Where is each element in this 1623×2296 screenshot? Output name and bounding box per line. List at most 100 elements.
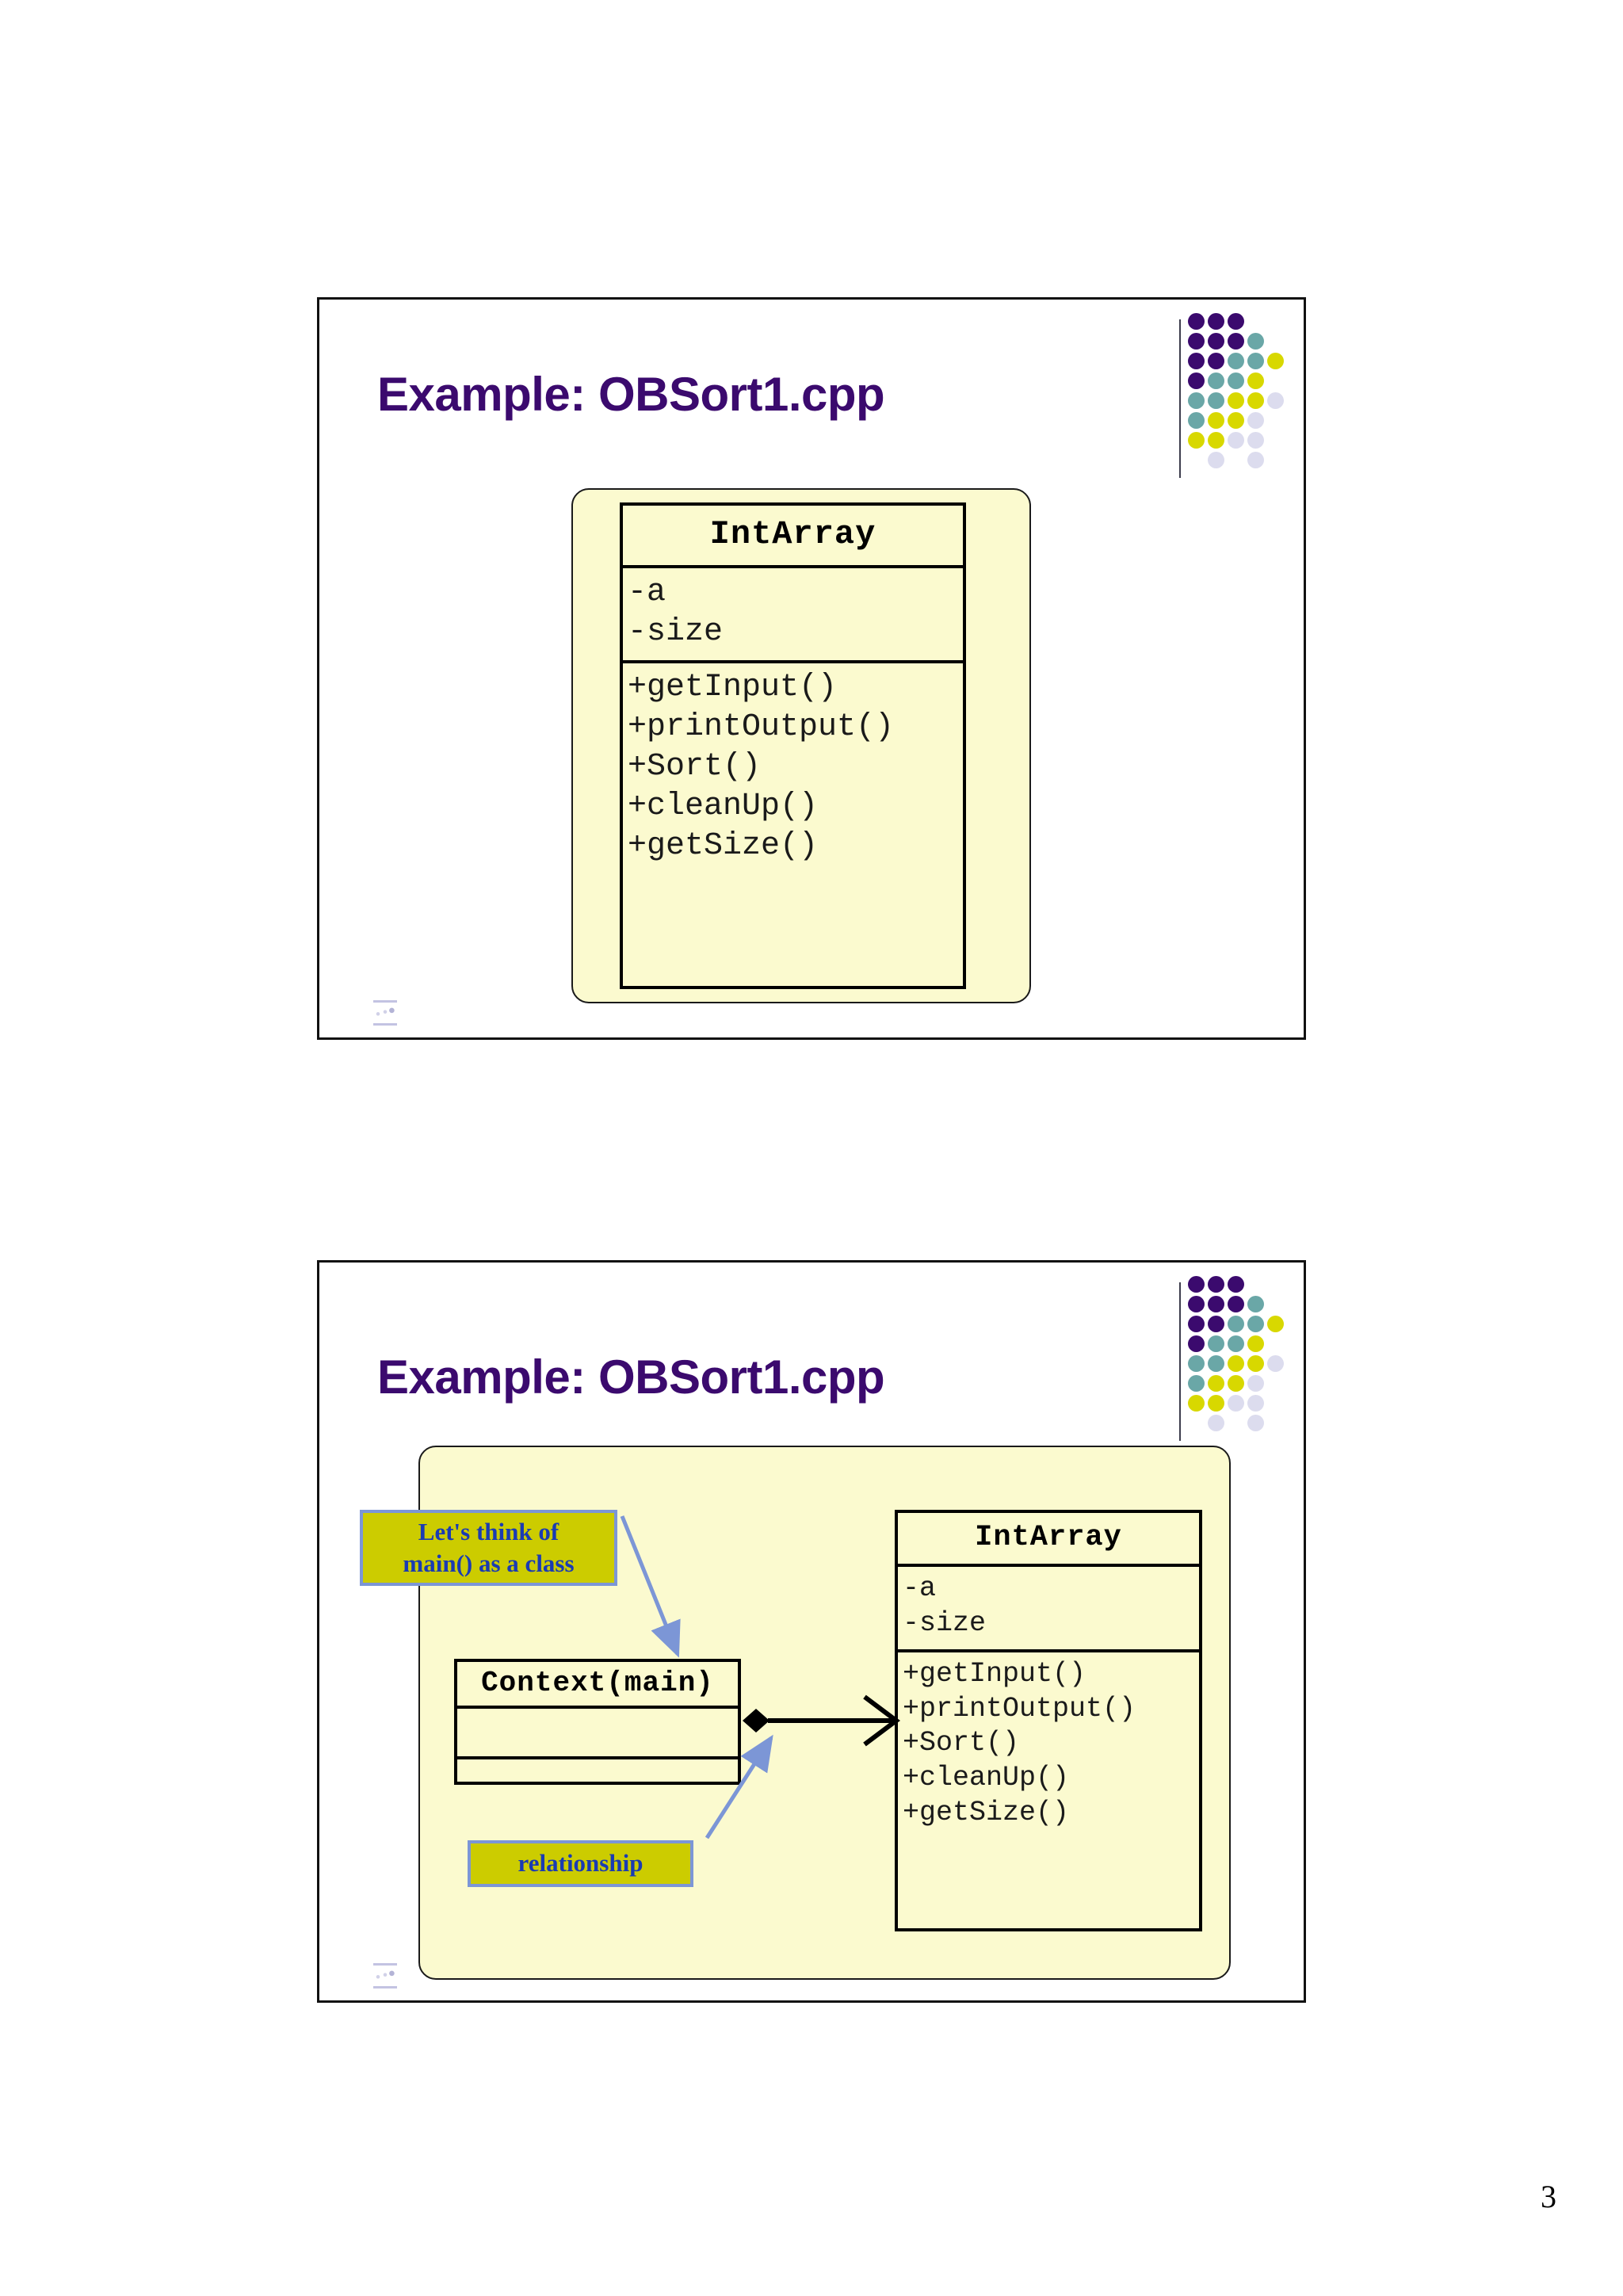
dot-purple bbox=[1188, 353, 1205, 369]
decorative-dot-grid-icon bbox=[1188, 1276, 1304, 1431]
page-number: 3 bbox=[1541, 2179, 1556, 2214]
dot-lavender bbox=[1247, 412, 1264, 429]
dot-yellow bbox=[1188, 432, 1205, 449]
uml-class-intarray: IntArray -a -size +getInput() +printOutp… bbox=[620, 502, 966, 989]
dot-teal bbox=[1228, 1335, 1244, 1352]
dot-purple bbox=[1188, 1296, 1205, 1312]
dot-lavender bbox=[1228, 1395, 1244, 1412]
dot-lavender bbox=[1247, 432, 1264, 449]
corner-watermark-icon bbox=[373, 1000, 397, 1026]
dot-lavender bbox=[1208, 1415, 1224, 1431]
uml-class-context-main: Context(main) bbox=[454, 1659, 741, 1785]
dot-teal bbox=[1188, 1375, 1205, 1392]
dot-purple bbox=[1208, 1276, 1224, 1293]
slide-2: Example: OBSort1.cpp Context(main) IntAr… bbox=[317, 1260, 1306, 2003]
dot-teal bbox=[1188, 392, 1205, 409]
dot-yellow bbox=[1228, 1355, 1244, 1372]
dot-teal bbox=[1208, 372, 1224, 389]
dot-teal bbox=[1188, 1355, 1205, 1372]
uml-operation: +getSize() bbox=[628, 827, 819, 864]
uml-attributes-compartment bbox=[457, 1709, 738, 1759]
uml-operation: +printOutput() bbox=[903, 1692, 1136, 1725]
decorative-dot-grid-icon bbox=[1188, 313, 1304, 468]
dot-purple bbox=[1208, 313, 1224, 330]
motif-rule bbox=[1179, 1282, 1181, 1441]
dot-yellow bbox=[1228, 412, 1244, 429]
dot-purple bbox=[1228, 1276, 1244, 1293]
corner-watermark-icon bbox=[373, 1963, 397, 1988]
uml-operation: +getSize() bbox=[903, 1796, 1070, 1828]
uml-operations-compartment bbox=[457, 1759, 738, 1807]
dot-purple bbox=[1188, 1335, 1205, 1352]
dot-purple bbox=[1228, 313, 1244, 330]
dot-yellow bbox=[1188, 1395, 1205, 1412]
uml-operations-compartment: +getInput() +printOutput() +Sort() +clea… bbox=[623, 663, 963, 874]
dot-purple bbox=[1208, 1296, 1224, 1312]
uml-class-name: IntArray bbox=[623, 506, 963, 568]
dot-yellow bbox=[1247, 392, 1264, 409]
uml-class-name: Context(main) bbox=[457, 1662, 738, 1709]
uml-operations-compartment: +getInput() +printOutput() +Sort() +clea… bbox=[898, 1652, 1199, 1839]
dot-lavender bbox=[1267, 392, 1284, 409]
uml-operation: +Sort() bbox=[903, 1727, 1020, 1759]
dot-purple bbox=[1228, 1296, 1244, 1312]
dot-teal bbox=[1228, 353, 1244, 369]
callout-line: Let's think of bbox=[418, 1517, 559, 1545]
uml-attribute: -size bbox=[628, 613, 724, 650]
motif-rule bbox=[1179, 319, 1181, 478]
dot-lavender bbox=[1247, 452, 1264, 468]
slide-1: Example: OBSort1.cpp IntArray -a -size +… bbox=[317, 297, 1306, 1040]
dot-purple bbox=[1188, 1276, 1205, 1293]
dot-teal bbox=[1247, 333, 1264, 350]
uml-operation: +Sort() bbox=[628, 748, 762, 785]
dot-lavender bbox=[1208, 452, 1224, 468]
dot-purple bbox=[1188, 313, 1205, 330]
dot-teal bbox=[1247, 353, 1264, 369]
dot-teal bbox=[1208, 1355, 1224, 1372]
uml-operation: +cleanUp() bbox=[628, 788, 819, 824]
uml-attribute: -size bbox=[903, 1607, 987, 1639]
dot-yellow bbox=[1247, 1355, 1264, 1372]
uml-operation: +getInput() bbox=[903, 1657, 1086, 1690]
dot-teal bbox=[1208, 1335, 1224, 1352]
dot-purple bbox=[1208, 333, 1224, 350]
uml-operation: +cleanUp() bbox=[903, 1762, 1070, 1794]
dot-yellow bbox=[1247, 372, 1264, 389]
callout-line: main() as a class bbox=[403, 1549, 575, 1577]
callout-relationship: relationship bbox=[468, 1840, 693, 1887]
dot-lavender bbox=[1247, 1375, 1264, 1392]
dot-yellow bbox=[1228, 1375, 1244, 1392]
dot-purple bbox=[1228, 333, 1244, 350]
uml-class-name: IntArray bbox=[898, 1513, 1199, 1568]
uml-attributes-compartment: -a -size bbox=[898, 1567, 1199, 1652]
dot-lavender bbox=[1247, 1415, 1264, 1431]
dot-yellow bbox=[1228, 392, 1244, 409]
dot-lavender bbox=[1228, 432, 1244, 449]
dot-purple bbox=[1208, 353, 1224, 369]
uml-attributes-compartment: -a -size bbox=[623, 568, 963, 663]
dot-yellow bbox=[1208, 1375, 1224, 1392]
dot-yellow bbox=[1208, 412, 1224, 429]
callout-line: relationship bbox=[517, 1849, 643, 1878]
dot-yellow bbox=[1247, 1335, 1264, 1352]
dot-teal bbox=[1247, 1296, 1264, 1312]
dot-teal bbox=[1188, 412, 1205, 429]
uml-class-intarray: IntArray -a -size +getInput() +printOutp… bbox=[895, 1510, 1202, 1931]
page-title: Example: OBSort1.cpp bbox=[377, 368, 885, 421]
dot-lavender bbox=[1267, 1355, 1284, 1372]
dot-purple bbox=[1188, 372, 1205, 389]
uml-attribute: -a bbox=[903, 1572, 937, 1605]
page-title: Example: OBSort1.cpp bbox=[377, 1350, 885, 1404]
dot-yellow bbox=[1267, 353, 1284, 369]
dot-purple bbox=[1188, 1316, 1205, 1332]
dot-purple bbox=[1188, 333, 1205, 350]
dot-lavender bbox=[1247, 1395, 1264, 1412]
callout-lets-think: Let's think of main() as a class bbox=[360, 1510, 617, 1586]
dot-teal bbox=[1228, 1316, 1244, 1332]
dot-yellow bbox=[1208, 1395, 1224, 1412]
dot-teal bbox=[1247, 1316, 1264, 1332]
dot-yellow bbox=[1267, 1316, 1284, 1332]
dot-teal bbox=[1228, 372, 1244, 389]
dot-purple bbox=[1208, 1316, 1224, 1332]
uml-attribute: -a bbox=[628, 574, 666, 610]
